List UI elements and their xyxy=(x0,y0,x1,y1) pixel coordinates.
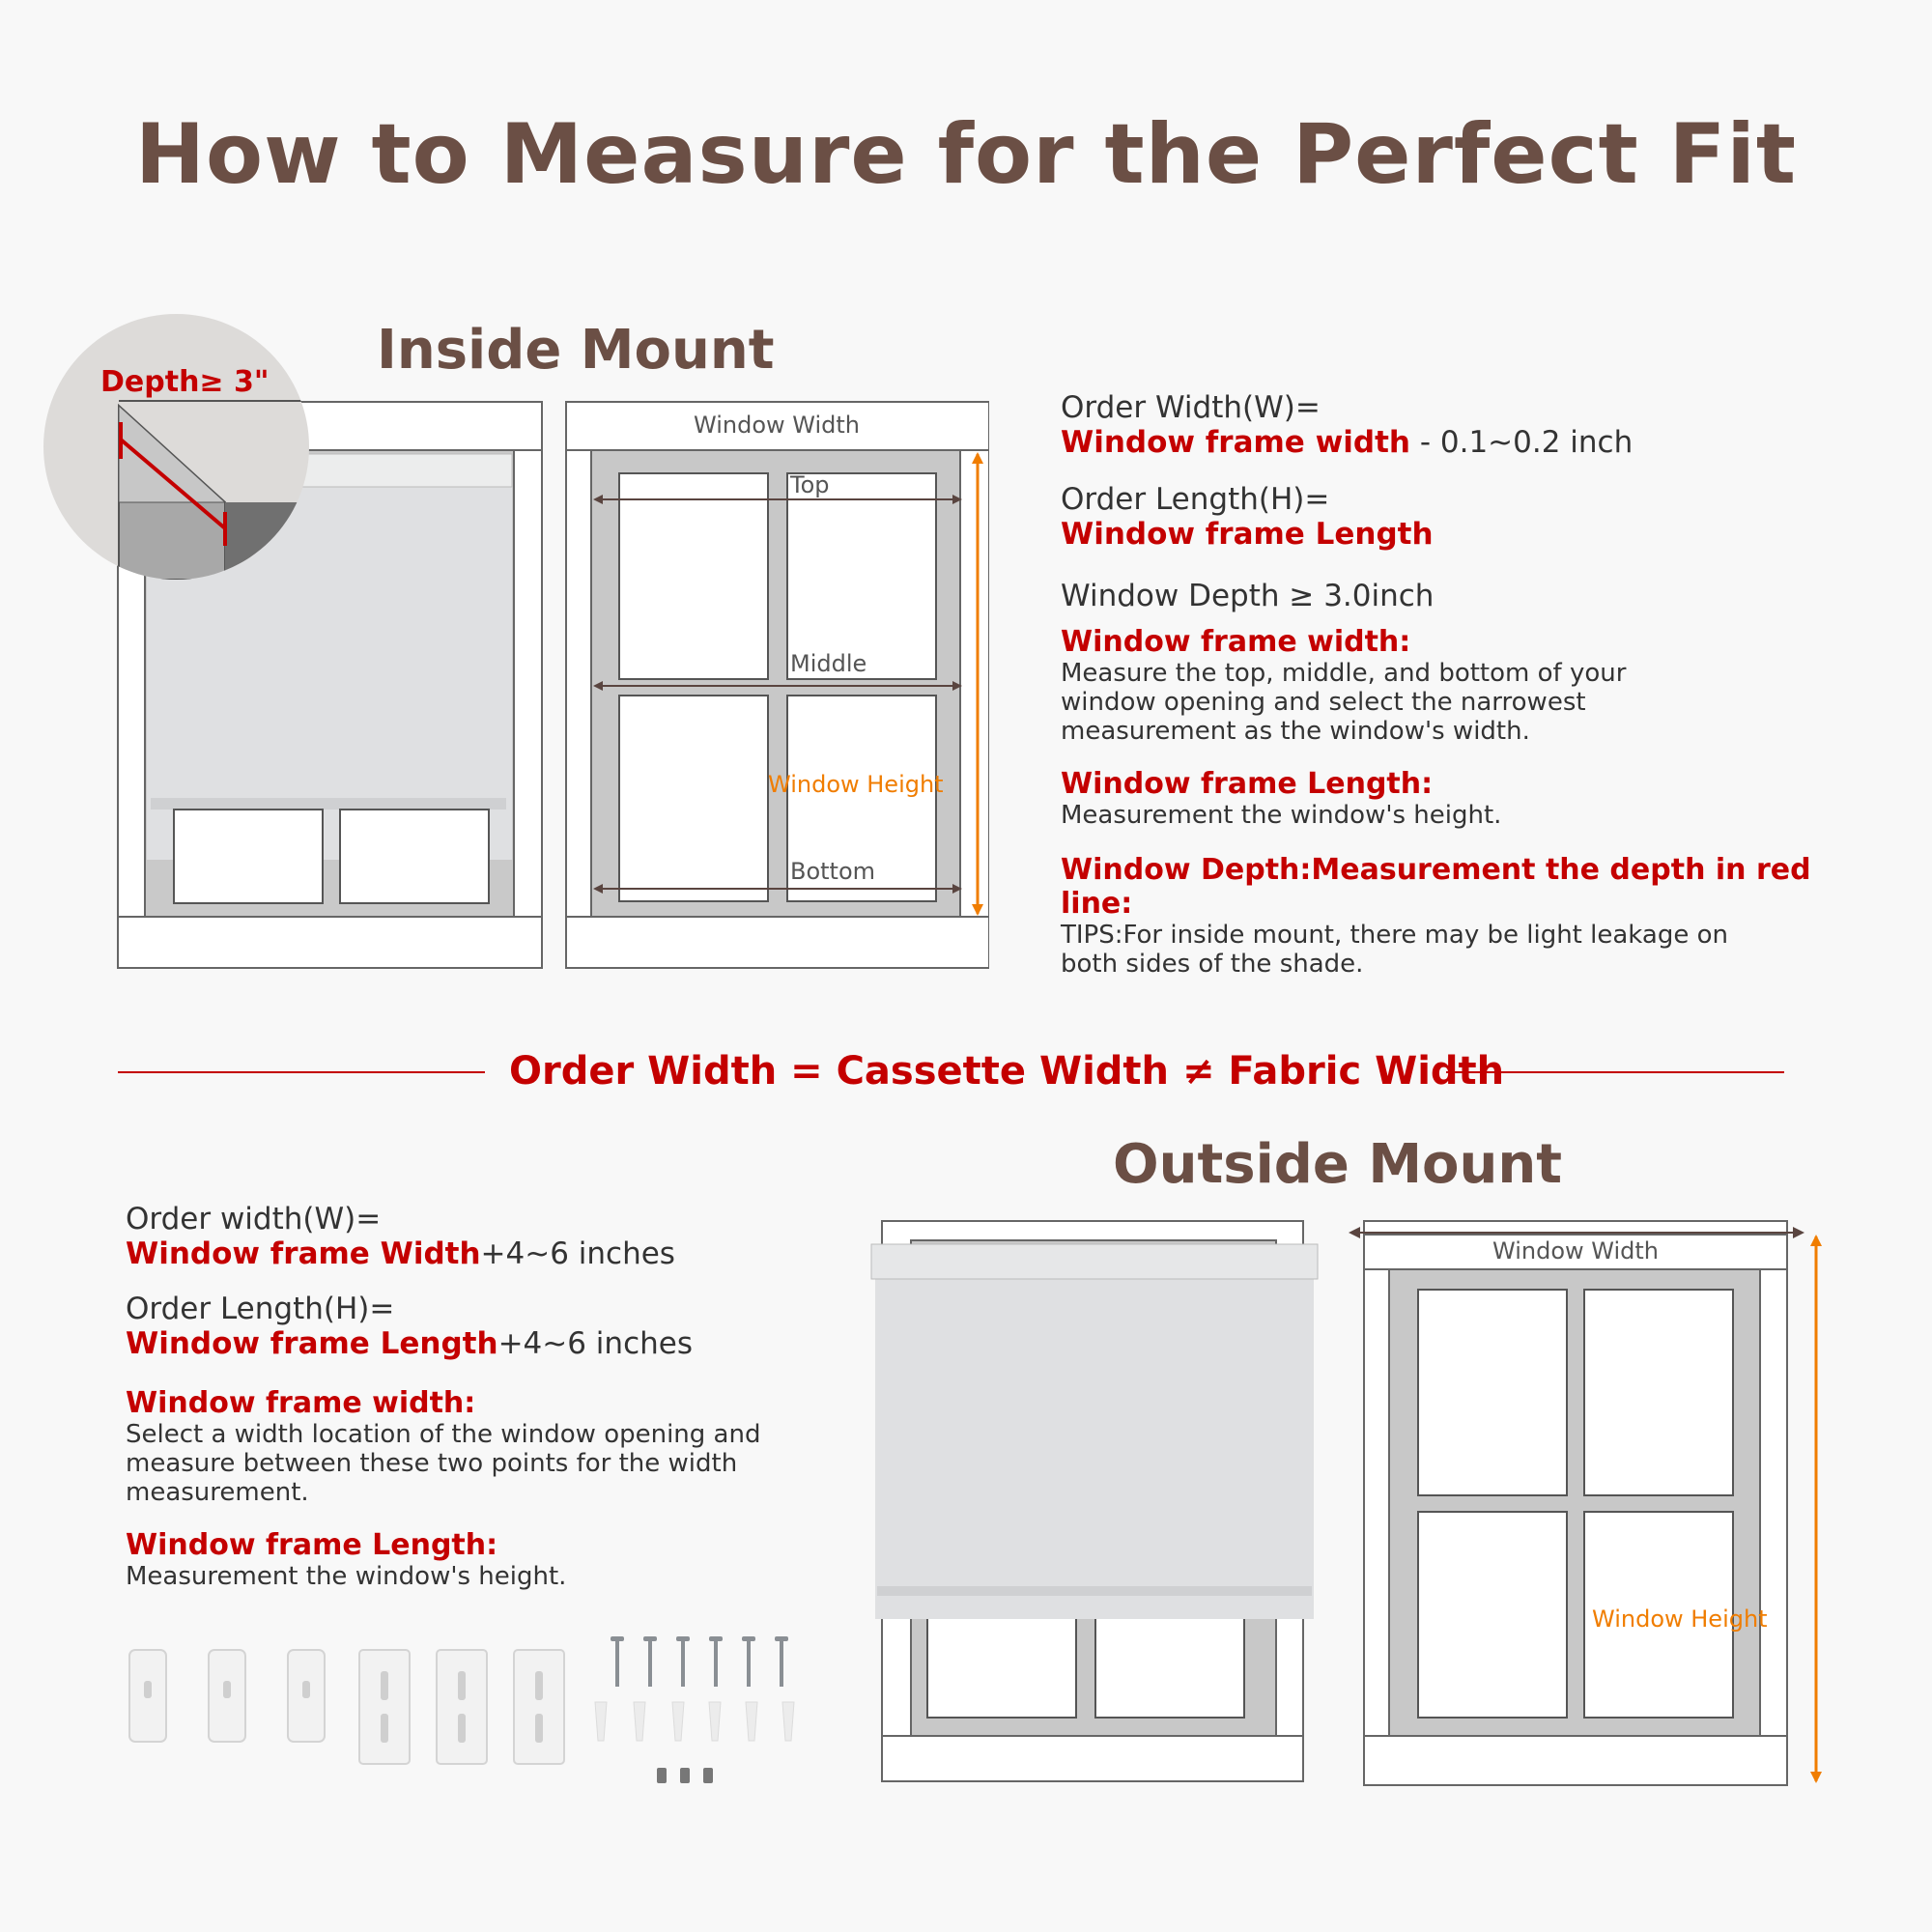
hardware-kit-illustration xyxy=(128,1636,795,1783)
outside-order-width-red: Window frame Width xyxy=(126,1236,481,1271)
top-label: Top xyxy=(790,471,830,498)
banner-divider-right xyxy=(1446,1071,1784,1073)
inside-order-length-red: Window frame Length xyxy=(1061,517,1434,552)
outside-frame-length-heading: Window frame Length: xyxy=(126,1528,498,1562)
outside-order-width-formula: Window frame Width+4~6 inches xyxy=(126,1236,840,1271)
inside-frame-length-heading: Window frame Length: xyxy=(1061,767,1434,801)
outside-frame-length-body: Measurement the window's height. xyxy=(126,1562,567,1591)
outside-shade-illustration xyxy=(870,1220,1319,1782)
outside-instructions: Order width(W)= Window frame Width+4~6 i… xyxy=(126,1202,840,1591)
inside-window-width-label: Window Width xyxy=(694,412,860,439)
outside-mount-title: Outside Mount xyxy=(1113,1133,1563,1196)
tips-body: TIPS:For inside mount, there may be ligh… xyxy=(1061,921,1728,979)
inside-order-width-formula: Window frame width - 0.1~0.2 inch xyxy=(1061,425,1891,460)
outside-order-length-rest: +4~6 inches xyxy=(497,1326,693,1361)
middle-label: Middle xyxy=(790,650,867,677)
page-title: How to Measure for the Perfect Fit xyxy=(135,106,1797,203)
depth-detail-drawing xyxy=(118,400,309,580)
outside-measure-diagram xyxy=(1349,1220,1822,1786)
outside-order-length-formula: Window frame Length+4~6 inches xyxy=(126,1326,840,1361)
inside-frame-width-heading: Window frame width: xyxy=(1061,625,1411,659)
inside-mount-title: Inside Mount xyxy=(377,319,775,382)
inside-measure-diagram xyxy=(565,401,989,969)
order-width-banner: Order Width = Cassette Width ≠ Fabric Wi… xyxy=(509,1049,1505,1094)
inside-frame-length-body: Measurement the window's height. xyxy=(1061,801,1502,830)
bottom-label: Bottom xyxy=(790,858,876,885)
inside-window-height-label: Window Height xyxy=(768,771,944,798)
depth-requirement: Window Depth ≥ 3.0inch xyxy=(1061,579,1435,613)
outside-order-width-label: Order width(W)= xyxy=(126,1202,382,1236)
outside-frame-width-body: Select a width location of the window op… xyxy=(126,1420,761,1507)
depth-detail-circle xyxy=(43,314,309,580)
inside-instructions: Order Width(W)= Window frame width - 0.1… xyxy=(1061,390,1891,979)
banner-divider-left xyxy=(118,1071,485,1073)
outside-window-width-label: Window Width xyxy=(1492,1237,1659,1264)
inside-frame-width-body: Measure the top, middle, and bottom of y… xyxy=(1061,659,1627,746)
inside-order-width-label: Order Width(W)= xyxy=(1061,390,1321,425)
inside-order-length-label: Order Length(H)= xyxy=(1061,482,1330,517)
outside-order-length-red: Window frame Length xyxy=(126,1326,498,1361)
depth-heading: Window Depth:Measurement the depth in re… xyxy=(1061,853,1811,921)
outside-window-height-label: Window Height xyxy=(1592,1605,1768,1633)
inside-order-width-rest: - 0.1~0.2 inch xyxy=(1409,425,1634,460)
outside-order-length-label: Order Length(H)= xyxy=(126,1292,395,1326)
depth-label: Depth≥ 3" xyxy=(100,365,270,399)
outside-frame-width-heading: Window frame width: xyxy=(126,1386,476,1420)
inside-order-width-red: Window frame width xyxy=(1061,425,1410,460)
outside-order-width-rest: +4~6 inches xyxy=(480,1236,675,1271)
